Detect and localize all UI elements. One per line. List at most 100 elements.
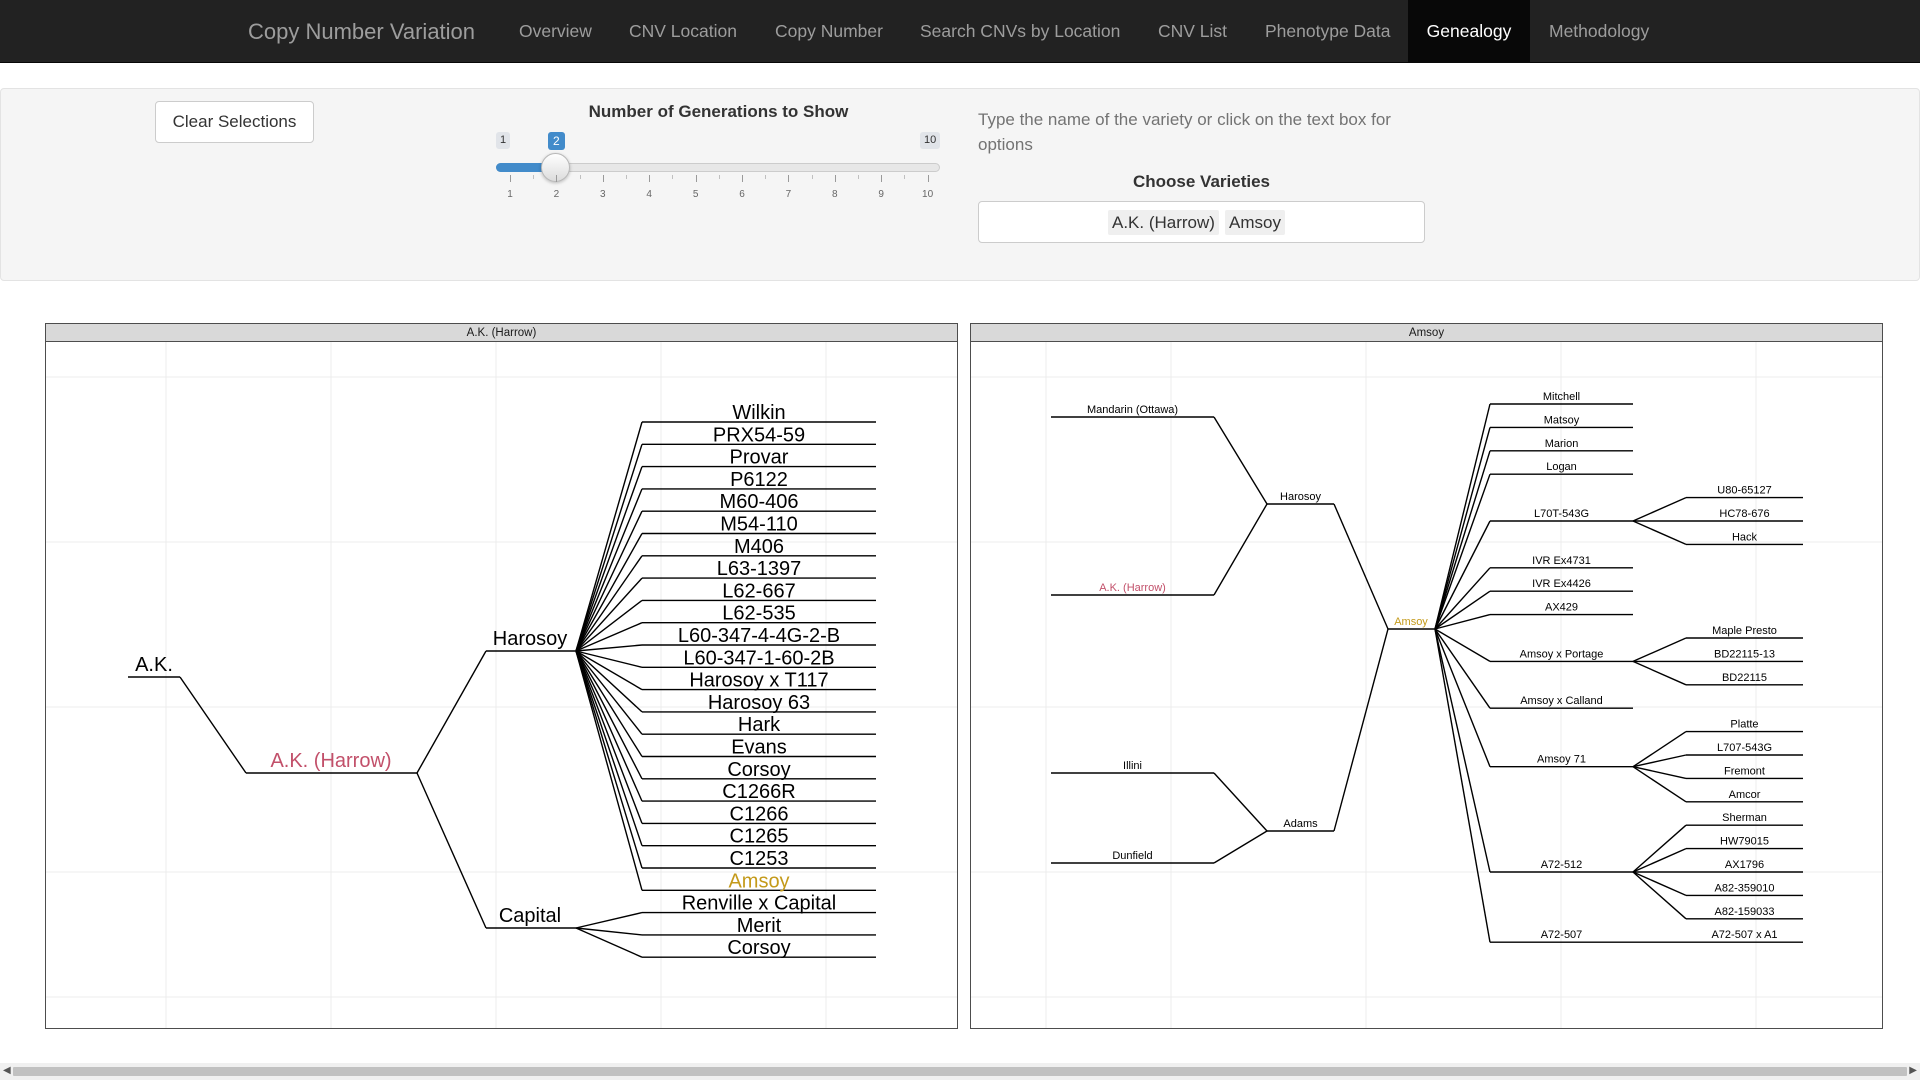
- progeny-variety-label: Hark: [738, 714, 781, 736]
- tree-edge: [575, 650, 643, 869]
- tree-edge: [575, 622, 643, 652]
- tree-edge: [416, 772, 487, 929]
- slider-max-label: 10: [920, 132, 941, 149]
- tree-edge: [1632, 766, 1687, 803]
- tree-edge: [575, 927, 643, 958]
- tree-edge: [1632, 766, 1687, 780]
- slider-tick: [881, 175, 883, 182]
- grandparent-variety-label: Illini: [1123, 760, 1142, 772]
- parent-variety-label: Harosoy: [1280, 491, 1321, 503]
- choose-varieties-label: Choose Varieties: [1132, 172, 1270, 191]
- grandchild-variety-label: Sherman: [1722, 812, 1767, 824]
- node-variety-label: Capital: [499, 905, 561, 927]
- tree-edge: [575, 650, 643, 668]
- progeny-variety-label: P6122: [730, 469, 788, 491]
- parent-variety-label: Adams: [1283, 818, 1318, 830]
- selected-variety-chip[interactable]: A.K. (Harrow): [1108, 210, 1219, 235]
- nav-phenotype-data[interactable]: Phenotype Data: [1265, 21, 1391, 41]
- progeny-variety-label: M54-110: [720, 514, 797, 536]
- grandchild-variety-label: HW79015: [1720, 836, 1769, 848]
- progeny-variety-label: Marion: [1545, 438, 1579, 450]
- slider-tick-label: 5: [692, 189, 699, 200]
- tree-edge: [575, 650, 643, 757]
- panel-title: Amsoy: [971, 324, 1882, 342]
- tree-edge: [179, 676, 247, 774]
- tree-edge: [1434, 628, 1491, 943]
- clear-selections-button[interactable]: Clear Selections: [155, 101, 314, 143]
- progeny-variety-label: Evans: [731, 737, 787, 759]
- tree-edge: [575, 650, 643, 713]
- scroll-left-icon[interactable]: ◀: [3, 1065, 11, 1076]
- progeny-variety-label: PRX54-59: [713, 424, 805, 446]
- slider-minor-tick: [811, 175, 813, 179]
- nav-cnv-list[interactable]: CNV List: [1158, 21, 1228, 41]
- nav-methodology[interactable]: Methodology: [1549, 21, 1650, 41]
- generations-slider-handle[interactable]: [541, 153, 570, 182]
- panel-title: A.K. (Harrow): [46, 324, 957, 342]
- tree-edge: [575, 650, 643, 824]
- variety-help-text: Type the name of the variety or click on…: [978, 110, 1391, 154]
- grandchild-variety-label: HC78-676: [1719, 508, 1769, 520]
- progeny-variety-label: C1253: [730, 848, 789, 870]
- progeny-variety-label: Amsoy x Portage: [1520, 648, 1604, 660]
- horizontal-scrollbar[interactable]: ◀ ▶: [0, 1063, 1920, 1080]
- tree-edge: [1632, 637, 1687, 663]
- nav-cnv-location[interactable]: CNV Location: [629, 21, 737, 41]
- tree-edge: [1434, 628, 1491, 663]
- slider-tick: [556, 175, 558, 182]
- tree-edge: [1434, 520, 1491, 630]
- generations-slider-fill: [496, 163, 556, 172]
- tree-edge: [1434, 450, 1491, 630]
- progeny-variety-label: Renville x Capital: [682, 893, 837, 915]
- genealogy-tree-ak-harrow: A.K. (Harrow)A.K.HarosoyCapitalWilkinPRX…: [46, 342, 957, 1028]
- tree-edge: [575, 533, 643, 652]
- parent-variety-label: A.K.: [135, 654, 173, 676]
- brand-title[interactable]: Copy Number Variation: [248, 19, 476, 44]
- tree-edge: [1434, 473, 1491, 630]
- nav-search-cnvs-by-location[interactable]: Search CNVs by Location: [920, 21, 1121, 41]
- tree-edge: [1333, 628, 1389, 832]
- tree-edge: [1632, 871, 1687, 920]
- tree-edge: [1434, 628, 1491, 709]
- progeny-variety-label: L62-535: [722, 603, 795, 625]
- slider-tick-label: 10: [922, 189, 934, 200]
- tree-edge: [575, 466, 643, 652]
- grandchild-variety-label: U80-65127: [1717, 485, 1771, 497]
- root-variety-label: Amsoy: [1394, 616, 1428, 628]
- grandparent-variety-label: A.K. (Harrow): [1099, 582, 1166, 594]
- progeny-variety-label: Harosoy x T117: [689, 670, 828, 692]
- tree-edge: [1632, 660, 1687, 686]
- grandchild-variety-label: Maple Presto: [1712, 625, 1777, 637]
- slider-tick-label: 2: [553, 189, 560, 200]
- grandparent-variety-label: Dunfield: [1112, 850, 1152, 862]
- progeny-variety-label: C1266R: [722, 781, 795, 803]
- slider-minor-tick: [626, 175, 627, 179]
- progeny-variety-label: Corsoy: [727, 937, 790, 959]
- nav-overview[interactable]: Overview: [519, 21, 592, 41]
- progeny-variety-label: C1265: [730, 826, 789, 848]
- tree-edge: [1213, 830, 1268, 864]
- root-variety-label: A.K. (Harrow): [270, 750, 391, 772]
- tree-edge: [575, 650, 643, 891]
- nav-copy-number[interactable]: Copy Number: [775, 21, 883, 41]
- tree-edge: [575, 599, 643, 652]
- variety-multiselect[interactable]: A.K. (Harrow) Amsoy: [978, 201, 1425, 243]
- progeny-variety-label: Amsoy: [728, 870, 789, 892]
- scrollbar-thumb[interactable]: [13, 1067, 1907, 1076]
- selected-variety-chip[interactable]: Amsoy: [1225, 210, 1285, 235]
- progeny-variety-label: C1266: [730, 803, 789, 825]
- slider-tick: [695, 175, 697, 182]
- tree-edge: [1632, 847, 1687, 873]
- tree-edge: [575, 650, 643, 780]
- nav-genealogy[interactable]: Genealogy: [1408, 0, 1530, 63]
- grandchild-variety-label: A82-359010: [1715, 882, 1775, 894]
- grandchild-variety-label: Platte: [1730, 719, 1758, 731]
- slider-value-label: 2: [548, 132, 565, 150]
- scroll-right-icon[interactable]: ▶: [1909, 1065, 1917, 1076]
- grandchild-variety-label: Fremont: [1724, 765, 1765, 777]
- slider-tick: [742, 175, 743, 182]
- tree-edge: [575, 650, 643, 691]
- tree-edge: [1632, 871, 1687, 897]
- slider-minor-tick: [858, 175, 859, 179]
